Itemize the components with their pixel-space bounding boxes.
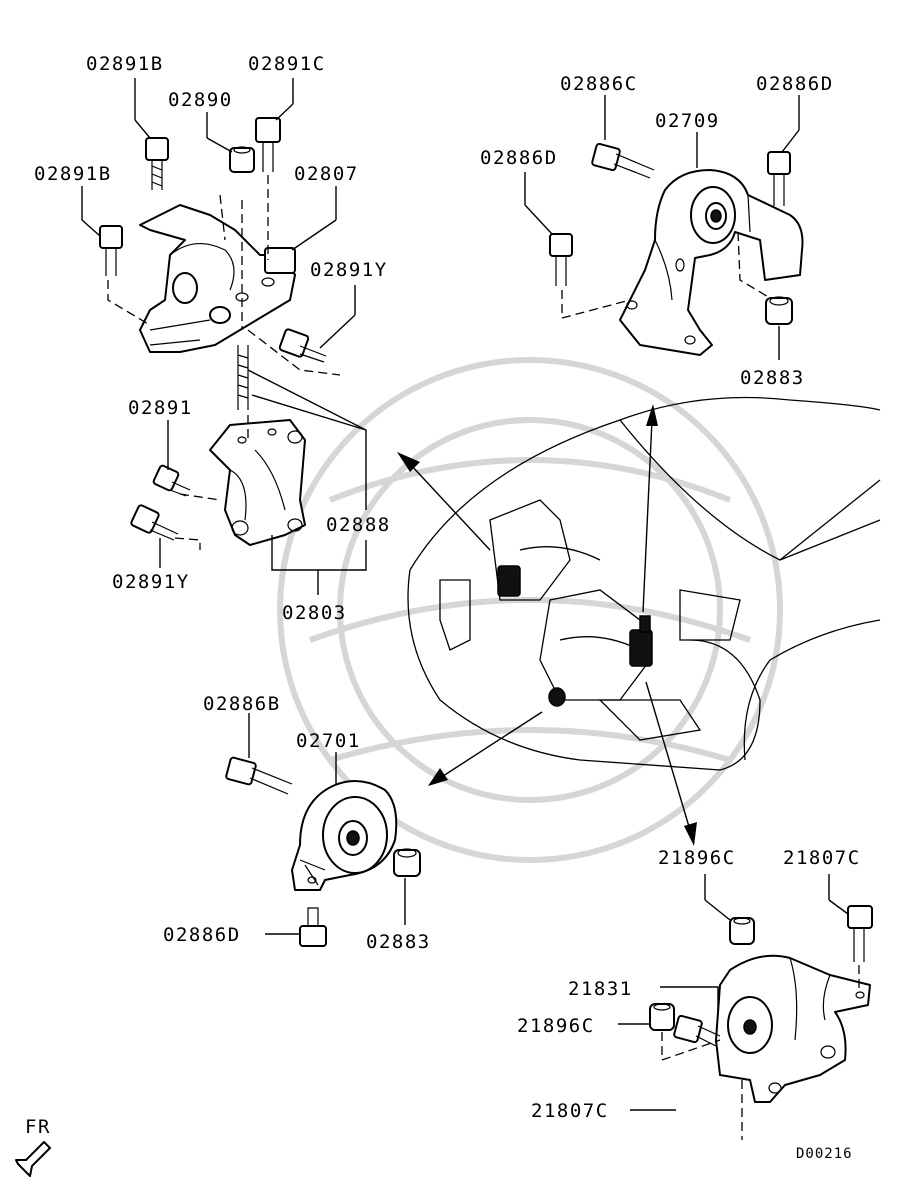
label-02701: 02701 xyxy=(296,730,361,752)
label-02891c: 02891C xyxy=(248,53,326,75)
nut-21896c-top xyxy=(729,917,755,945)
drawing-code: D00216 xyxy=(796,1146,853,1162)
label-02891b-left: 02891B xyxy=(34,163,112,185)
bolt-02891c xyxy=(255,117,281,172)
nut-21896c-left xyxy=(649,1003,675,1031)
label-02891b-top: 02891B xyxy=(86,53,164,75)
front-direction-label: FR xyxy=(25,1116,51,1138)
bolt-02886b xyxy=(225,756,293,795)
label-02886d-left: 02886D xyxy=(480,147,558,169)
nut-02883-top xyxy=(765,296,793,325)
bolt-02886d-lower xyxy=(299,907,327,947)
part-number-labels: 02891B 02891C 02890 02891B 02807 02891Y … xyxy=(25,53,861,1162)
lower-left-engine-mount xyxy=(225,713,421,947)
front-direction-arrow xyxy=(15,1141,51,1177)
label-21896c-top: 21896C xyxy=(658,847,736,869)
label-02883-top: 02883 xyxy=(740,367,805,389)
label-21807c-top: 21807C xyxy=(783,847,861,869)
bolt-02891 xyxy=(152,464,191,497)
label-02891y-lower: 02891Y xyxy=(112,571,190,593)
label-02709: 02709 xyxy=(655,110,720,132)
label-02891y-upper: 02891Y xyxy=(310,259,388,281)
pointer-arrows xyxy=(397,404,697,846)
bolt-02886d-left xyxy=(549,233,573,286)
label-02888: 02888 xyxy=(326,514,391,536)
bolt-02891b-top xyxy=(145,137,169,190)
car-outline xyxy=(407,396,881,771)
label-02886b: 02886B xyxy=(203,693,281,715)
label-02891: 02891 xyxy=(128,397,193,419)
bolt-02886d-right xyxy=(767,151,791,206)
nut-02890 xyxy=(229,146,255,173)
label-21896c-left: 21896C xyxy=(517,1015,595,1037)
label-02886d-lower: 02886D xyxy=(163,924,241,946)
label-02890: 02890 xyxy=(168,89,233,111)
label-02886c: 02886C xyxy=(560,73,638,95)
label-21831: 21831 xyxy=(568,978,633,1000)
label-02886d-right: 02886D xyxy=(756,73,834,95)
lower-right-engine-mount xyxy=(618,874,873,1140)
label-02883-lower: 02883 xyxy=(366,931,431,953)
label-21807c-bottom: 21807C xyxy=(531,1100,609,1122)
top-right-engine-mount xyxy=(524,95,804,360)
bolt-02886c xyxy=(591,142,655,179)
nut-02883-lower xyxy=(393,848,421,877)
watermark xyxy=(277,357,783,863)
bolt-02891y-upper xyxy=(278,328,327,363)
bolt-21807c-bottom xyxy=(673,1014,721,1047)
bolt-21807c-top xyxy=(847,905,873,962)
bolt-02891y-lower xyxy=(130,504,179,541)
bolt-02891b-left xyxy=(99,225,123,276)
top-left-engine-mount xyxy=(81,78,367,595)
label-02807: 02807 xyxy=(294,163,359,185)
label-02803: 02803 xyxy=(282,602,347,624)
